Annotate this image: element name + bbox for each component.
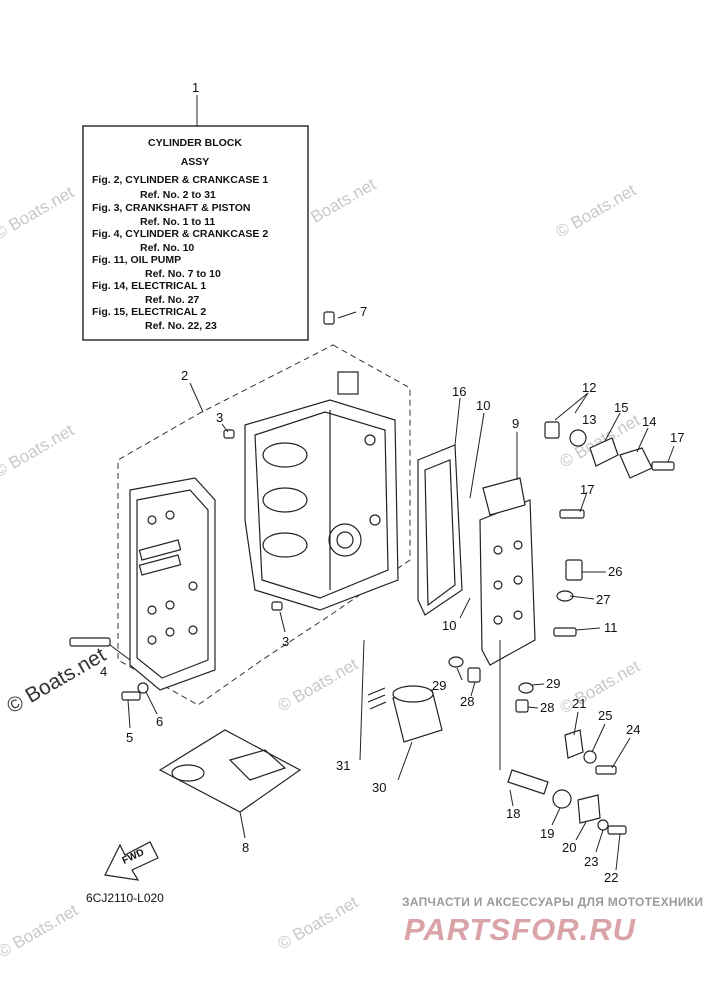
- callout-16: 16: [452, 384, 466, 399]
- info-line: Fig. 15, ELECTRICAL 2: [92, 306, 206, 318]
- callout-28: 28: [540, 700, 554, 715]
- brand-subtitle: ЗАПЧАСТИ И АКСЕССУАРЫ ДЛЯ МОТОТЕХНИКИ: [402, 895, 703, 909]
- cylinder-head-cover: [129, 477, 216, 691]
- watermark: © Boats.net: [0, 900, 81, 961]
- callout-11: 11: [604, 620, 618, 635]
- callout-13: 13: [582, 412, 596, 427]
- cylinder-block: [244, 371, 399, 611]
- info-line: Ref. No. 27: [145, 294, 199, 306]
- callout-3: 3: [216, 410, 223, 425]
- callout-20: 20: [562, 840, 576, 855]
- callout-28: 28: [460, 694, 474, 709]
- watermark: © Boats.net: [3, 643, 110, 718]
- callout-31: 31: [336, 758, 350, 773]
- callouts: 1 2 3 3 4 5 6 7 8 9 10 10 11 12 13 14 15…: [100, 80, 684, 885]
- info-line: Ref. No. 7 to 10: [145, 268, 221, 280]
- info-line: Ref. No. 1 to 11: [140, 216, 215, 228]
- callout-6: 6: [156, 714, 163, 729]
- callout-29: 29: [432, 678, 446, 693]
- diagram-code: 6CJ2110-L020: [86, 891, 164, 905]
- callout-26: 26: [608, 564, 622, 579]
- info-box: CYLINDER BLOCK ASSY Fig. 2, CYLINDER & C…: [82, 95, 309, 341]
- base-plate: [158, 729, 302, 813]
- callout-30: 30: [372, 780, 386, 795]
- info-box-subtitle: ASSY: [181, 156, 210, 168]
- callout-14: 14: [642, 414, 656, 429]
- info-line: Ref. No. 2 to 31: [140, 189, 216, 201]
- callout-17: 17: [670, 430, 684, 445]
- watermark: © Boats.net: [553, 180, 640, 241]
- small-parts: [69, 311, 627, 835]
- fwd-arrow-icon: FWD: [104, 841, 159, 881]
- callout-29: 29: [546, 676, 560, 691]
- gasket: [417, 444, 463, 616]
- callout-27: 27: [596, 592, 610, 607]
- brand-logo: PARTSFOR.RU: [404, 912, 637, 947]
- callout-23: 23: [584, 854, 598, 869]
- callout-4: 4: [100, 664, 107, 679]
- callout-25: 25: [598, 708, 612, 723]
- info-line: Ref. No. 22, 23: [145, 320, 217, 332]
- oil-filter: [367, 685, 443, 743]
- callout-22: 22: [604, 870, 618, 885]
- exhaust-cover: [479, 499, 536, 666]
- info-line: Fig. 11, OIL PUMP: [92, 254, 181, 266]
- watermark: © Boats.net: [275, 892, 362, 953]
- watermark: © Boats.net: [0, 182, 77, 243]
- callout-3: 3: [282, 634, 289, 649]
- callout-15: 15: [614, 400, 628, 415]
- callout-21: 21: [572, 696, 586, 711]
- callout-10: 10: [442, 618, 456, 633]
- callout-7: 7: [360, 304, 367, 319]
- info-box-title: CYLINDER BLOCK: [148, 137, 242, 149]
- info-line: Ref. No. 10: [140, 242, 194, 254]
- watermark: © Boats.net: [0, 420, 77, 481]
- callout-5: 5: [126, 730, 133, 745]
- callout-8: 8: [242, 840, 249, 855]
- info-line: Fig. 2, CYLINDER & CRANKCASE 1: [92, 174, 268, 186]
- info-line: Fig. 4, CYLINDER & CRANKCASE 2: [92, 228, 268, 240]
- watermark: © Boats.net: [275, 654, 362, 715]
- leader-lines: [109, 311, 675, 871]
- thermostat-group: [544, 421, 675, 519]
- assembly-outline: [117, 344, 411, 706]
- callout-17: 17: [580, 482, 594, 497]
- callout-18: 18: [506, 806, 520, 821]
- callout-9: 9: [512, 416, 519, 431]
- info-line: Fig. 3, CRANKSHAFT & PISTON: [92, 202, 250, 214]
- callout-24: 24: [626, 722, 640, 737]
- info-line: Fig. 14, ELECTRICAL 1: [92, 280, 206, 292]
- callout-19: 19: [540, 826, 554, 841]
- callout-1: 1: [192, 80, 199, 95]
- callout-2: 2: [181, 368, 188, 383]
- callout-10: 10: [476, 398, 490, 413]
- callout-12: 12: [582, 380, 596, 395]
